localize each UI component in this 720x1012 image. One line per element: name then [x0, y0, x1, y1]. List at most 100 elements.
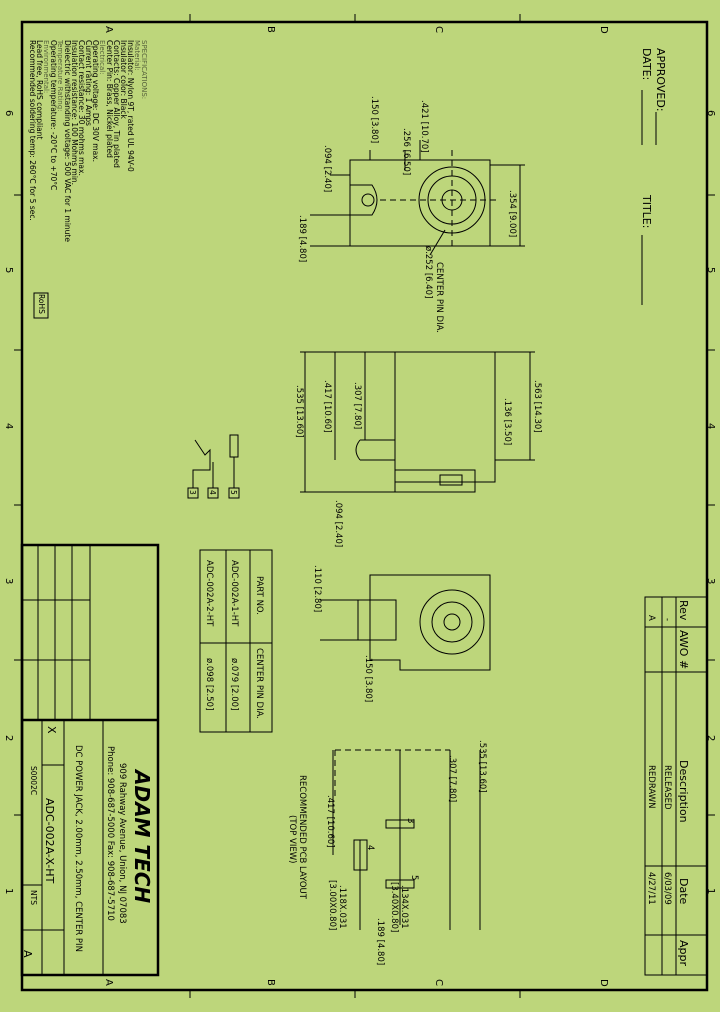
drawing-label: RELEASED [662, 765, 672, 810]
specifications: SPECIFICATIONS: Material: Insulator: Nyl… [28, 39, 148, 319]
drawing-label: RECOMMENDED PCB LAYOUT [297, 775, 307, 900]
rohs-badge [33, 292, 49, 319]
drawing-label: 1 [705, 888, 716, 894]
drawing-label: .094 [2.40] [322, 145, 332, 192]
drawing-label: 3 [705, 578, 716, 584]
drawing-label: .189 [4.80] [297, 215, 307, 262]
drawing-label: C [433, 26, 444, 33]
drawing-label: A [21, 950, 34, 958]
drawing-label: 4/27/11 [646, 872, 656, 905]
schematic-symbol: 3 4 5 [187, 434, 240, 499]
side-view-drawing: .307 [7.80] .417 [10.60] .535 [13.60] .5… [294, 351, 542, 547]
drawing-label: Contact resistance: 30 mohms max. [77, 40, 86, 176]
drawing-label: Insulator: Nylon 9T, rated UL 94V-0 [126, 40, 135, 172]
drawing-label: 5 [3, 267, 14, 273]
drawing-label: .307 [7.80] [447, 755, 457, 802]
part-number: ADC-002A-X-HT [43, 798, 56, 884]
drawing-label: Center Pin: Brass, Nickel plated [105, 40, 114, 158]
drawing-label: 909 Rahway Avenue, Union, NJ 07083 [117, 763, 127, 924]
front-view-drawing: .110 [2.80] .150 [3.80] [312, 565, 491, 702]
drawing-label: Insulation resistance: 100 Mohms min. [70, 40, 79, 185]
part-number-table: PART NO. CENTER PIN DIA. ADC-002A-1-HT ø… [199, 549, 273, 733]
drawing-label: Recommended soldering temp: 260°C for 5 … [28, 40, 37, 221]
drawing-label: Operating temperature: -20°C to +70°C [49, 40, 58, 190]
title-block: ADAM TECH 909 Rahway Avenue, Union, NJ 0… [20, 543, 160, 977]
drawing-label: Description [677, 760, 690, 823]
drawing-label: .307 [7.80] [352, 382, 362, 429]
company-name: ADAM TECH [130, 768, 154, 903]
drawing-label: .134X.031 [399, 885, 409, 929]
drawing-label: 3 [405, 818, 415, 823]
drawing-label: .189 [4.80] [375, 918, 385, 965]
drawing-label: ADC-002A-1-HT [229, 560, 239, 627]
drawing-label: Current rating: 1 Amps [84, 40, 93, 126]
drawing-label: 4 [208, 490, 217, 495]
drawing-label: Rev [677, 600, 690, 621]
drawing-label: D [598, 979, 609, 987]
drawing-label: .354 [9.00] [507, 190, 517, 237]
zone-ticks [14, 14, 715, 998]
drawing-label: .150 [3.80] [363, 655, 373, 702]
drawing-label: DC POWER JACK, 2.00mm, 2.50mm, CENTER PI… [73, 745, 83, 952]
drawing-label: Material: [133, 40, 141, 71]
drawing-label: .563 [14.30] [532, 380, 542, 433]
approval-header: APPROVED: DATE: TITLE: [640, 48, 667, 305]
drawing-label: A [646, 615, 656, 621]
drawing-label: RoHS [37, 294, 46, 314]
drawing-label: 3 [188, 490, 197, 495]
drawing-label: 6/03/09 [662, 872, 672, 905]
drawing-label: D [598, 26, 609, 34]
drawing-label: Temperature Rating: [56, 39, 64, 112]
drawing-label: .094 [2.40] [333, 500, 343, 547]
drawing-label: .421 [10.70] [419, 100, 429, 153]
drawing-label: X [45, 726, 58, 734]
drawing-label: SPECIFICATIONS: [140, 40, 148, 99]
drawing-label: 2 [705, 735, 716, 741]
drawing-label: .535 [13.60] [294, 385, 304, 438]
drawing-label: 4 [705, 423, 716, 429]
drawing-label: .417 [10.60] [322, 380, 332, 433]
drawing-label: Operating voltage: DC 30V max. [91, 40, 100, 162]
drawing-label: [3.40X0.80] [389, 882, 399, 932]
drawing-label: 5 [409, 875, 419, 880]
drawing-label: (TOP VIEW) [287, 815, 297, 863]
drawing-label: REDRAWN [646, 765, 656, 809]
drawing-label: S0002C [29, 766, 38, 795]
title-label: TITLE: [640, 194, 653, 228]
drawing-label: Phone: 908-687-5000 Fax: 908-687-5710 [105, 746, 115, 921]
drawing-label: 5 [705, 267, 716, 273]
revision-table: Rev AWO # Description Date Appr - RELEAS… [644, 596, 708, 976]
zone-labels: A B C D A B C D 6 5 4 3 2 1 6 5 4 3 2 1 [3, 26, 716, 987]
drawing-label: 6 [705, 110, 716, 116]
drawing-label: Dielectric withstanding voltage: 500 VAC… [63, 40, 72, 242]
drawing-label: CENTER PIN DIA. [434, 262, 444, 333]
drawing-label: A [103, 979, 114, 986]
drawing-label: [3.00X0.80] [327, 880, 337, 930]
drawing-label: AWO # [677, 630, 690, 669]
drawing-label: ø.098 [2.50] [204, 658, 214, 710]
drawing-label: B [265, 979, 276, 986]
drawing-label: ø.079 [2.00] [229, 658, 239, 710]
drawing-label: .256 [6.50] [401, 128, 411, 175]
drawing-label: Electrical: [98, 40, 106, 75]
drawing-label: .417 [10.60] [325, 795, 335, 848]
drawing-label: 3 [3, 578, 14, 584]
drawing-label: .136 [3.50] [502, 398, 512, 445]
drawing-label: .535 [13.60] [477, 740, 487, 793]
drawing-label: B [265, 26, 276, 33]
drawing-label: 1 [3, 888, 14, 894]
drawing-label: ø.252 [6.40] [423, 246, 433, 298]
drawing-label: A [103, 26, 114, 33]
drawing-label: Appr [677, 940, 690, 966]
pcb-layout-drawing: .535 [13.60] .307 [7.80] .417 [10.60] .1… [287, 740, 487, 965]
drawing-label: Environmental: [42, 40, 50, 93]
approved-label: APPROVED: [654, 48, 667, 112]
drawing-label: 5 [229, 490, 238, 495]
drawing-label: Lead free, RoHS compliant [35, 40, 44, 140]
drawing-label: 2 [3, 735, 14, 741]
drawing-label: 4 [3, 423, 14, 429]
drawing-label: 6 [3, 110, 14, 116]
drawing-label: C [433, 979, 444, 986]
drawing-label: Contacts: Copper Alloy, Tin plated [112, 40, 121, 168]
